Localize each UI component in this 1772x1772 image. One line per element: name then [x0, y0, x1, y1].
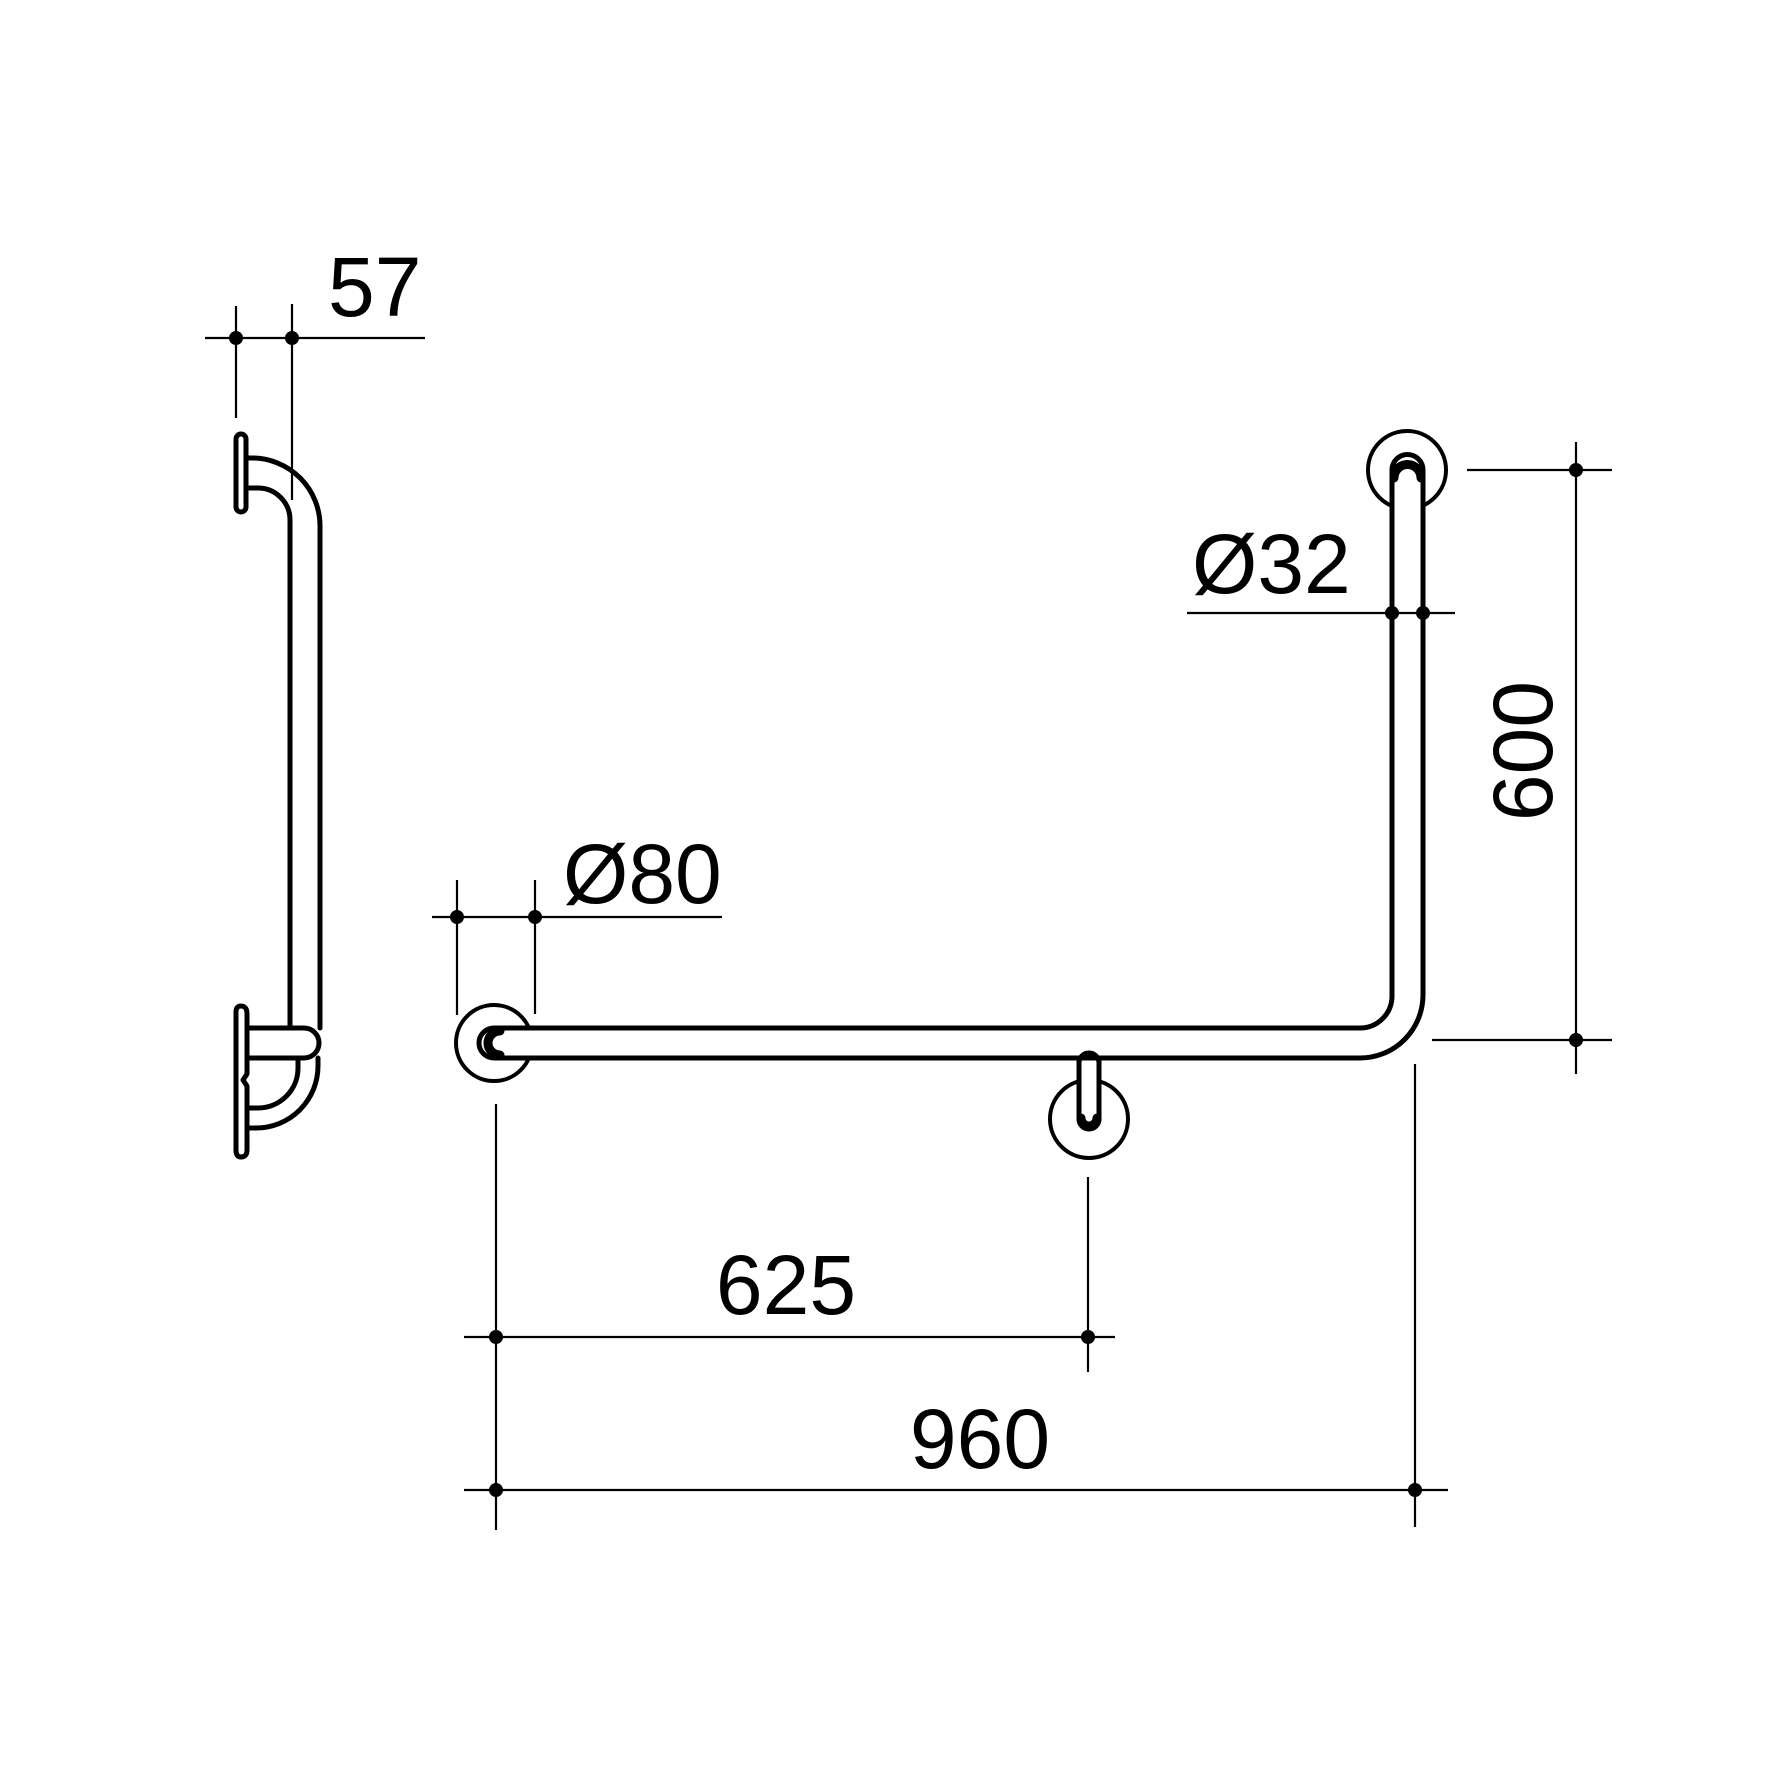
dim-600-label: 600: [1476, 681, 1570, 821]
dim-625-label: 625: [716, 1238, 856, 1332]
dim-d32-dot-right: [1416, 606, 1430, 620]
dim-d80-label: Ø80: [563, 827, 722, 921]
dim-d80-dot-right: [528, 910, 542, 924]
side-upper-arm: [244, 455, 323, 1031]
middle-stem-fill: [1079, 1058, 1099, 1129]
dim-625-dot-right: [1081, 1330, 1095, 1344]
side-view: 57: [205, 240, 425, 1160]
side-bottom-stub: [244, 1025, 322, 1061]
dim-625-dot-left: [489, 1330, 503, 1344]
dim-d32-dot-left: [1385, 606, 1399, 620]
dim-d32-label: Ø32: [1192, 517, 1351, 611]
side-lower-support: [244, 1055, 321, 1131]
front-view: Ø32 Ø80 600 625 960: [432, 429, 1612, 1530]
dim-960-label: 960: [910, 1392, 1050, 1486]
side-top-flange: [233, 431, 249, 515]
dim-57-label: 57: [328, 240, 421, 334]
dim-57-dot-left: [229, 331, 243, 345]
dim-d80-dot-left: [450, 910, 464, 924]
dim-600-dot-bottom: [1569, 1033, 1583, 1047]
l-tube-outline: [476, 452, 1426, 1061]
middle-stem-cap: [1076, 1113, 1102, 1131]
side-bottom-flange: [233, 1003, 250, 1160]
top-tube-end-cap: [1389, 460, 1426, 483]
dim-57-dot-right: [285, 331, 299, 345]
dim-600-dot-top: [1569, 463, 1583, 477]
dim-960-dot-right: [1408, 1483, 1422, 1497]
dim-960-dot-left: [489, 1483, 503, 1497]
left-tube-end-cap: [483, 1026, 505, 1060]
